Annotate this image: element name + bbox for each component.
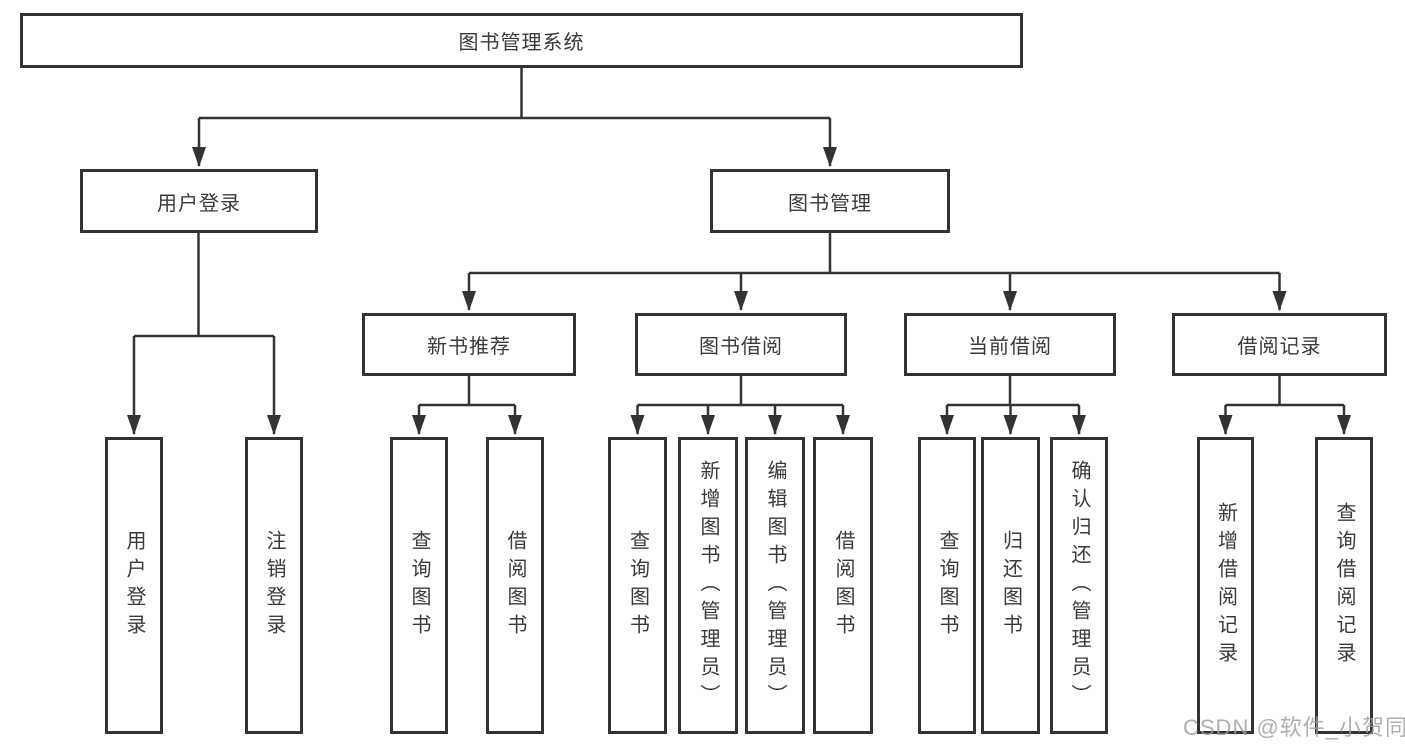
leaf-cb-return-books: 归还图书 — [981, 437, 1040, 734]
node-book-management-label: 图书管理 — [788, 192, 872, 215]
leaf-cb-query-books-label: 查询图书 — [936, 529, 958, 642]
leaf-logout-label: 注销登录 — [263, 529, 285, 642]
leaf-cb-confirm-return-label: 确认归还（管理员） — [1068, 459, 1090, 712]
leaf-nbr-query-books-label: 查询图书 — [408, 529, 430, 642]
leaf-bb-edit-books-label: 编辑图书（管理员） — [764, 459, 786, 712]
leaf-br-add-record: 新增借阅记录 — [1197, 437, 1254, 734]
leaf-bb-query-books-label: 查询图书 — [626, 529, 649, 642]
node-new-book-recommend: 新书推荐 — [362, 313, 576, 376]
csdn-watermark: CSDN @软件_小贺同学 — [1183, 715, 1405, 740]
node-root-label: 图书管理系统 — [458, 32, 585, 54]
node-borrowing-records-label: 借阅记录 — [1237, 336, 1322, 358]
leaf-br-add-record-label: 新增借阅记录 — [1214, 501, 1237, 670]
node-current-borrowing: 当前借阅 — [904, 313, 1116, 376]
leaf-bb-borrow-books: 借阅图书 — [813, 437, 873, 734]
leaf-nbr-query-books: 查询图书 — [390, 437, 448, 734]
leaf-user-login-label: 用户登录 — [123, 529, 145, 642]
node-book-borrowing-label: 图书借阅 — [699, 336, 783, 358]
leaf-br-query-record: 查询借阅记录 — [1315, 437, 1373, 734]
leaf-bb-edit-books: 编辑图书（管理员） — [745, 437, 805, 734]
leaf-bb-query-books: 查询图书 — [608, 437, 667, 734]
node-new-book-recommend-label: 新书推荐 — [427, 336, 511, 358]
leaf-bb-add-books-label: 新增图书（管理员） — [697, 459, 719, 712]
leaf-bb-add-books: 新增图书（管理员） — [678, 437, 738, 734]
leaf-user-login: 用户登录 — [105, 437, 163, 734]
node-current-borrowing-label: 当前借阅 — [968, 336, 1052, 358]
node-user-login-label: 用户登录 — [157, 192, 241, 215]
leaf-cb-confirm-return: 确认归还（管理员） — [1050, 437, 1108, 734]
leaf-cb-return-books-label: 归还图书 — [999, 529, 1022, 642]
leaf-nbr-borrow-books-label: 借阅图书 — [504, 529, 526, 642]
leaf-nbr-borrow-books: 借阅图书 — [486, 437, 544, 734]
node-book-management: 图书管理 — [710, 169, 950, 233]
leaf-cb-query-books: 查询图书 — [918, 437, 976, 734]
node-root: 图书管理系统 — [20, 13, 1023, 68]
leaf-bb-borrow-books-label: 借阅图书 — [832, 529, 854, 642]
node-book-borrowing: 图书借阅 — [635, 313, 847, 376]
leaf-br-query-record-label: 查询借阅记录 — [1333, 501, 1355, 670]
node-borrowing-records: 借阅记录 — [1172, 313, 1387, 376]
node-user-login: 用户登录 — [80, 169, 318, 233]
leaf-logout: 注销登录 — [245, 437, 303, 734]
